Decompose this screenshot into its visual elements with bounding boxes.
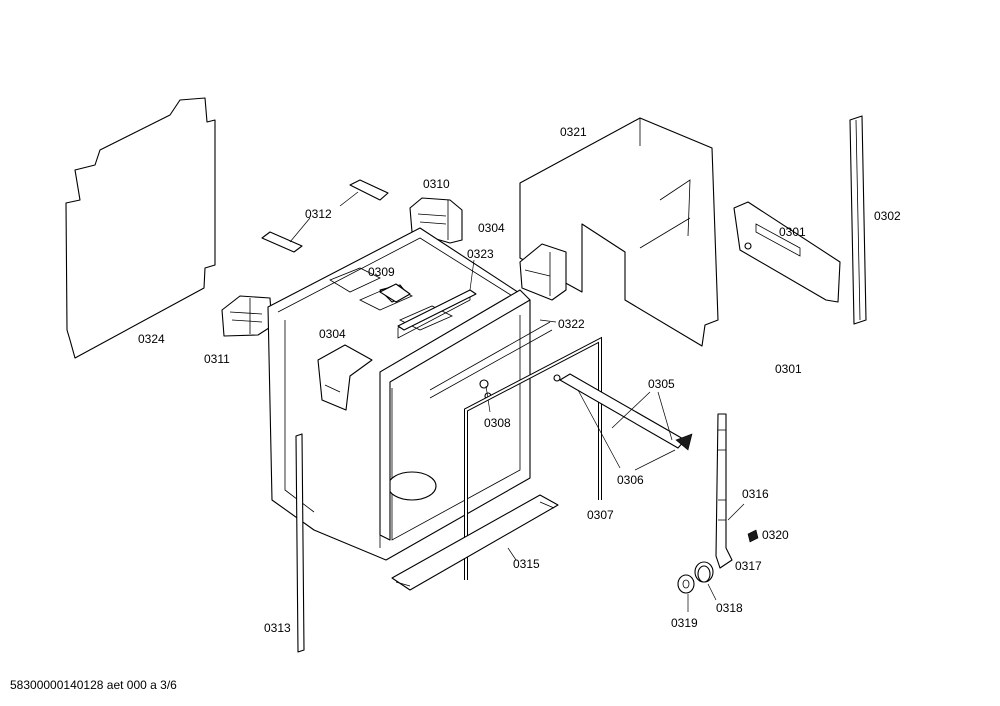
- part-0312-brackets: [261, 179, 389, 253]
- label-0317: 0317: [735, 559, 762, 573]
- label-0305: 0305: [648, 377, 675, 391]
- part-0302-rail: [849, 115, 867, 325]
- part-0313-strip: [295, 433, 305, 653]
- label-0316: 0316: [742, 487, 769, 501]
- part-0301-plate: [733, 201, 841, 303]
- part-0319-washer: [677, 574, 695, 612]
- label-0312: 0312: [305, 207, 332, 221]
- label-0310: 0310: [423, 177, 450, 191]
- part-0304-bracket-right: [519, 243, 567, 301]
- label-0324: 0324: [138, 332, 165, 346]
- label-0306: 0306: [617, 473, 644, 487]
- label-0315: 0315: [513, 557, 540, 571]
- label-0320: 0320: [762, 528, 789, 542]
- part-0318-ring: [697, 565, 717, 601]
- part-0305-spray-tube: [553, 373, 693, 471]
- label-0318: 0318: [716, 601, 743, 615]
- label-0313: 0313: [264, 621, 291, 635]
- label-0301-lower: 0301: [775, 362, 802, 376]
- label-0322: 0322: [558, 317, 585, 331]
- label-0301-upper: 0301: [779, 225, 806, 239]
- label-0311: 0311: [204, 352, 230, 366]
- label-0304-right: 0304: [478, 221, 505, 235]
- part-0322-frame: [379, 289, 557, 541]
- document-footer: 58300000140128 aet 000 a 3/6: [10, 678, 177, 692]
- part-0324-side-panel: [65, 97, 216, 359]
- label-0321: 0321: [560, 125, 587, 139]
- part-0323-rail: [397, 259, 477, 331]
- part-0307-gasket: [464, 336, 602, 580]
- part-0315-kickplate: [391, 494, 559, 591]
- label-0302: 0302: [874, 209, 901, 223]
- label-0319: 0319: [671, 616, 698, 630]
- part-0311-connector: [221, 295, 273, 337]
- label-0323: 0323: [467, 247, 494, 261]
- part-0304-bracket-left: [317, 344, 373, 411]
- part-0321-cover: [519, 117, 719, 347]
- label-0304-left: 0304: [319, 327, 346, 341]
- part-0309-clip: [379, 283, 411, 303]
- label-0309: 0309: [368, 265, 395, 279]
- label-0307: 0307: [587, 508, 614, 522]
- label-0308: 0308: [484, 416, 511, 430]
- part-0316-hose: [715, 413, 745, 569]
- part-0320-screw: [747, 529, 759, 543]
